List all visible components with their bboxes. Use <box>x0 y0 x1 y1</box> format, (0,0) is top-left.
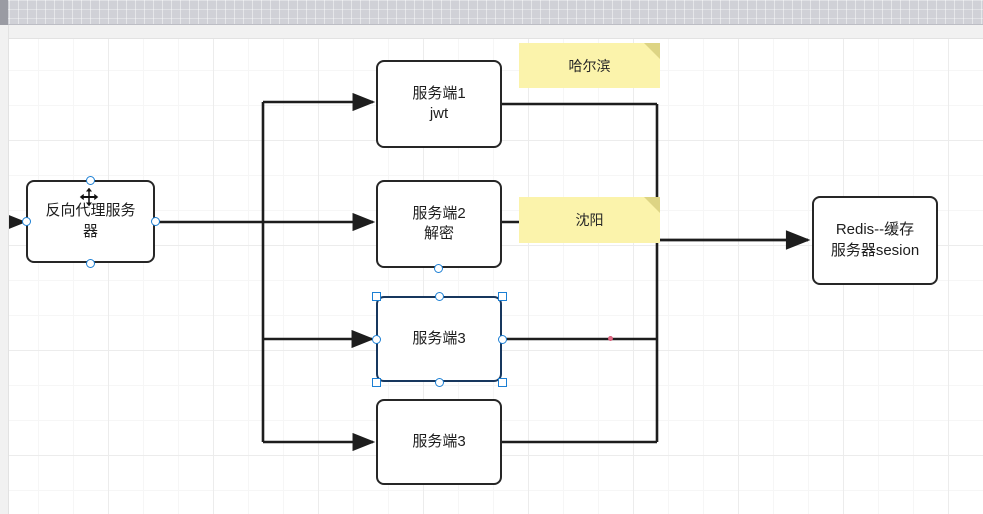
move-cursor-icon <box>78 186 100 208</box>
ruler-corner <box>0 0 8 25</box>
resize-handle-bottom-left[interactable] <box>371 377 381 387</box>
connection-point-top[interactable] <box>434 291 444 301</box>
node-label: 服务端3 <box>412 432 466 450</box>
node-label: 反向代理服务 器 <box>45 202 136 240</box>
node-server-2[interactable]: 服务端2 解密 <box>376 180 502 268</box>
resize-handle-top-left[interactable] <box>371 291 381 301</box>
sticky-note-label: 沈阳 <box>575 212 604 228</box>
connection-point-left[interactable] <box>371 334 381 344</box>
note-fold-corner-icon <box>644 43 660 59</box>
sticky-note-shenyang[interactable]: 沈阳 <box>519 197 660 243</box>
connection-point-server-2-bottom[interactable] <box>433 263 443 273</box>
node-server-3-selected[interactable]: 服务端3 <box>376 296 502 382</box>
sticky-note-label: 哈尔滨 <box>568 57 611 74</box>
node-label: 服务端1 jwt <box>412 84 466 122</box>
connection-point-right[interactable] <box>497 334 507 344</box>
toolbar-strip[interactable] <box>0 0 983 25</box>
connection-point-bottom[interactable] <box>86 258 95 268</box>
node-label: Redis--缓存 服务器sesion <box>830 221 920 259</box>
node-server-3-bottom[interactable]: 服务端3 <box>376 399 502 485</box>
horizontal-ruler[interactable] <box>0 25 983 39</box>
note-fold-corner-icon <box>644 197 660 213</box>
node-redis-cache[interactable]: Redis--缓存 服务器sesion <box>812 196 938 285</box>
resize-handle-bottom-right[interactable] <box>497 377 507 387</box>
connection-point-bottom[interactable] <box>434 377 444 387</box>
node-server-1[interactable]: 服务端1 jwt <box>376 60 502 148</box>
resize-handle-top-right[interactable] <box>497 291 507 301</box>
connection-point-left[interactable] <box>21 217 31 226</box>
node-label: 服务端2 解密 <box>412 204 466 242</box>
vertical-ruler[interactable] <box>0 25 9 514</box>
node-label: 服务端3 <box>412 329 466 347</box>
connection-point-right[interactable] <box>150 217 160 226</box>
connection-point-top[interactable] <box>86 175 95 185</box>
sticky-note-harbin[interactable]: 哈尔滨 <box>519 43 660 88</box>
connector-marker-dot[interactable] <box>608 336 613 341</box>
